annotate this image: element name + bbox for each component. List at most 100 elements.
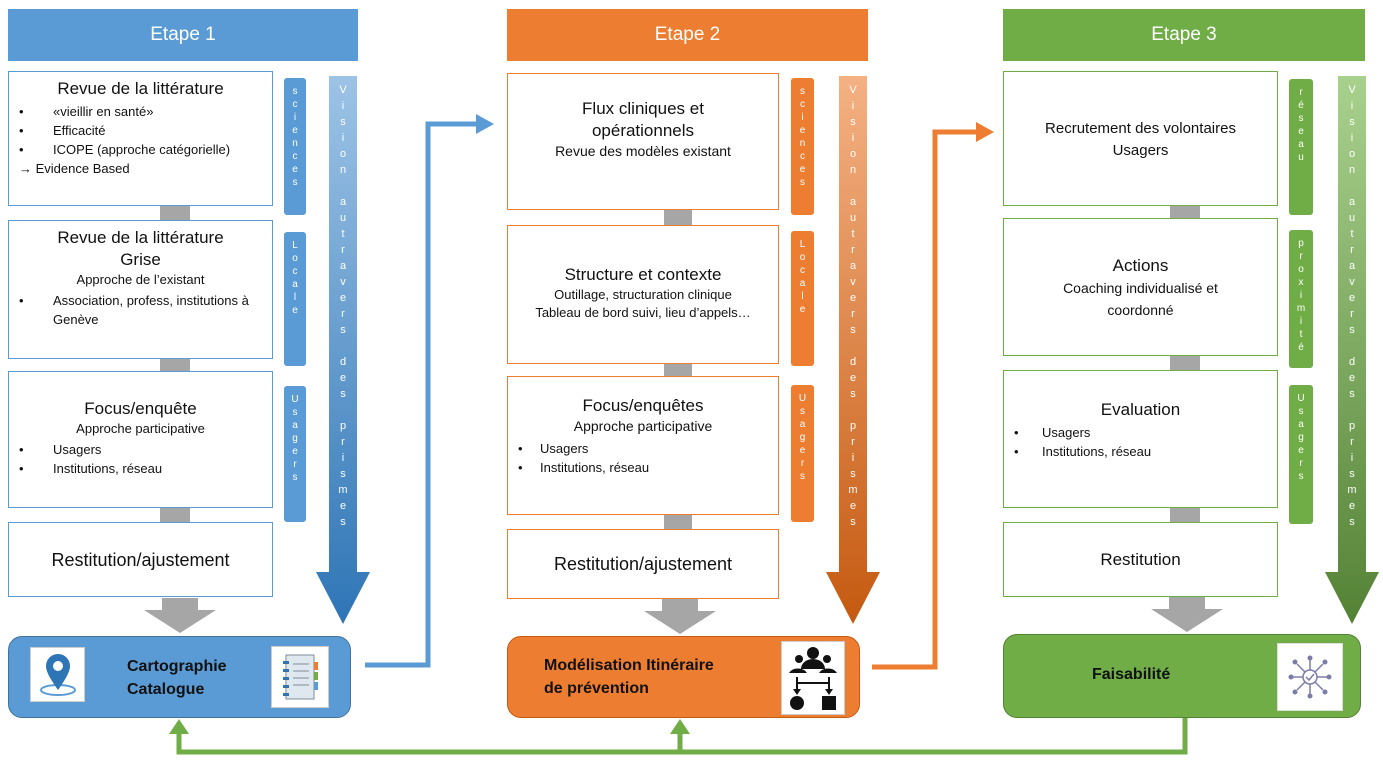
column-1-header: Etape 1 [8, 9, 358, 61]
vision-arrow-shape [316, 76, 370, 624]
box-title-line2: Usagers [1112, 142, 1169, 159]
side-label-text: Usagers [1295, 393, 1307, 484]
column-2-header: Etape 2 [507, 9, 868, 61]
side-label-proximite: proximité [1289, 230, 1313, 368]
side-label-text: sciences [797, 86, 808, 190]
box-subtitle: Revue des modèles existant [555, 143, 731, 159]
box-title: Revue de la littérature [57, 228, 224, 247]
box-title: Flux cliniques et [582, 99, 704, 118]
box-subtitle: Outillage, structuration clinique [554, 287, 732, 302]
down-arrow-2 [644, 599, 716, 634]
box-subtitle: Approche participative [573, 418, 713, 434]
connector [1170, 508, 1200, 522]
side-label-text: Usagers [289, 394, 301, 485]
connector [664, 364, 692, 376]
outcome-line1: Cartographie [127, 658, 227, 675]
column-1-box-1: Revue de la littérature «vieillir en san… [8, 71, 273, 206]
vision-text: Vision autravers des prismes [847, 84, 859, 532]
vision-label: Vision autravers des prismes [1338, 76, 1366, 596]
list-item: Institutions, réseau [17, 459, 264, 478]
column-2-header-label: Etape 2 [654, 24, 721, 45]
flow-arrowhead-2 [976, 122, 994, 142]
side-label-text: réseau [1295, 87, 1307, 165]
outcome-faisabilite: Faisabilité [1003, 634, 1361, 718]
side-label-sciences: sciences [284, 78, 306, 215]
column-2-box-3: Focus/enquêtes Approche participative Us… [507, 376, 779, 515]
connector [160, 508, 190, 522]
box-title: Actions [1112, 256, 1169, 275]
box-subtitle: Approche participative [76, 421, 205, 436]
outcome-line2: Catalogue [127, 681, 205, 698]
outcome-label: Modélisation Itinéraire de prévention [544, 654, 714, 700]
connector [160, 359, 190, 371]
feedback-arrowhead-2 [670, 719, 690, 734]
side-label-locale: Locale [284, 232, 306, 366]
box-title: Focus/enquêtes [582, 396, 704, 415]
box-title: Restitution/ajustement [51, 549, 230, 570]
column-2-box-4: Restitution/ajustement [507, 529, 779, 599]
list-item: Association, profess, institutions à Gen… [17, 291, 264, 329]
side-label-usagers: Usagers [284, 386, 306, 522]
vision-label: Vision autravers des prismes [839, 76, 867, 596]
box-title: Recrutement des volontaires [1045, 120, 1236, 137]
workflow-icon [781, 641, 845, 715]
vision-arrow-shape [1325, 76, 1379, 624]
box-subtitle-line2: Tableau de bord suivi, lieu d’appels… [535, 305, 751, 320]
network-icon [1277, 643, 1343, 711]
flow-arrow-1-to-2 [365, 121, 478, 668]
list-item: Efficacité [17, 121, 264, 140]
column-2-box-1: Flux cliniques et opérationnels Revue de… [507, 73, 779, 210]
vision-text: Vision autravers des prismes [337, 84, 349, 532]
box-title: Restitution [1100, 549, 1181, 569]
column-3-box-2: Actions Coaching individualisé et coordo… [1003, 218, 1278, 356]
side-label-sciences: sciences [791, 78, 814, 215]
side-label-usagers: Usagers [1289, 385, 1313, 524]
box-title: Revue de la littérature [57, 79, 224, 98]
column-1-header-label: Etape 1 [150, 24, 216, 45]
vision-arrow-shape [826, 76, 880, 624]
list-item: Usagers [17, 440, 264, 459]
outcome-line1: Modélisation Itinéraire [544, 657, 714, 674]
column-2-box-2: Structure et contexte Outillage, structu… [507, 225, 779, 364]
down-arrow-1 [144, 598, 216, 633]
list-item: Institutions, réseau [516, 458, 770, 477]
connector [664, 210, 692, 225]
side-label-text: proximité [1295, 238, 1307, 355]
feedback-arrowhead-1 [169, 719, 189, 734]
column-1-box-2: Revue de la littérature Grise Approche d… [8, 220, 273, 359]
side-label-text: sciences [289, 86, 301, 190]
column-3-header: Etape 3 [1003, 9, 1365, 61]
outcome-label: Cartographie Catalogue [127, 655, 227, 701]
vision-text: Vision autravers des prismes [1346, 84, 1358, 532]
side-label-text: Locale [797, 239, 808, 317]
connector [160, 206, 190, 220]
list-item: «vieillir en santé» [17, 102, 264, 121]
column-3-box-1: Recrutement des volontaires Usagers [1003, 71, 1278, 206]
outcome-line2: de prévention [544, 680, 649, 697]
box-subtitle: Approche de l’existant [76, 272, 205, 287]
box-subtitle: Coaching individualisé et [1063, 280, 1218, 296]
connector [664, 515, 692, 529]
outcome-modelisation: Modélisation Itinéraire de prévention [507, 636, 860, 718]
outcome-line1: Faisabilité [1092, 666, 1171, 683]
flow-arrowhead-1 [476, 114, 494, 134]
down-arrow-3 [1151, 597, 1223, 632]
map-pin-icon [30, 647, 85, 702]
outcome-cartographie: Cartographie Catalogue [8, 636, 351, 718]
box-subtitle-line2: coordonné [1107, 302, 1174, 318]
arrow-line-text: → Evidence Based [19, 161, 130, 176]
column-3-header-label: Etape 3 [1151, 24, 1217, 45]
side-label-usagers: Usagers [791, 385, 814, 522]
side-label-text: Usagers [797, 393, 808, 484]
flow-arrow-2-to-3 [872, 129, 978, 670]
side-label-locale: Locale [791, 231, 814, 366]
connector [1170, 206, 1200, 218]
side-label-text: Locale [289, 240, 301, 318]
column-3-box-4: Restitution [1003, 522, 1278, 597]
notebook-icon [271, 646, 329, 708]
box-title: Structure et contexte [564, 265, 722, 284]
list-item: Institutions, réseau [1012, 442, 1269, 461]
box-title: Evaluation [1100, 400, 1181, 419]
side-label-reseau: réseau [1289, 79, 1313, 215]
